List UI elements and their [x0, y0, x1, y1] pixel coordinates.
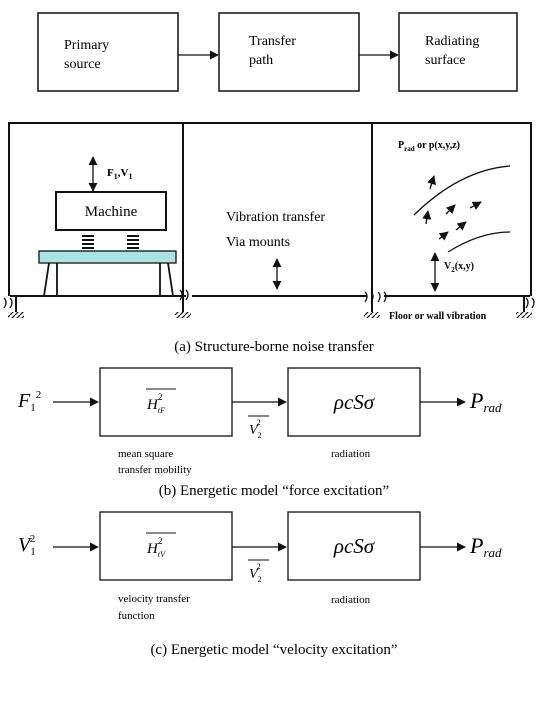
floor-supports — [8, 296, 532, 318]
b-transfer-caption-2: transfer mobility — [118, 464, 192, 476]
radiating-surface-box — [398, 12, 518, 92]
radiation-arrows — [422, 175, 482, 241]
vibration-transfer-label-1: Vibration transfer — [226, 210, 325, 225]
primary-source-label-2: source — [64, 57, 101, 72]
b-transfer-symbol: HtF2 — [146, 392, 165, 415]
b-transfer-block — [99, 367, 233, 437]
b-transfer-caption-1: mean square — [118, 448, 173, 460]
mount-springs — [82, 235, 139, 249]
wavefront-inner — [447, 231, 511, 253]
machine-base-plate — [38, 250, 177, 264]
c-radiation-block — [287, 511, 421, 581]
radiating-surface-label-2: surface — [425, 53, 465, 68]
machine-label: Machine — [85, 204, 138, 220]
force-velocity-label: F1,V1 — [107, 167, 132, 181]
transfer-path-label-1: Transfer — [249, 34, 296, 49]
transfer-path-box — [218, 12, 360, 92]
c-transfer-caption-1: velocity transfer — [118, 593, 190, 605]
floor-breaks — [3, 289, 535, 309]
c-transfer-block — [99, 511, 233, 581]
wavefront-outer — [413, 165, 511, 216]
b-input-symbol: F12 — [17, 389, 41, 414]
transfer-path-label-2: path — [249, 53, 273, 68]
v2-label: V2(x,y) — [444, 261, 474, 274]
caption-c: (c) Energetic model “velocity excitation… — [150, 642, 397, 658]
b-mid-symbol: V22 — [249, 418, 262, 440]
primary-source-box — [37, 12, 179, 92]
b-output-symbol: Prad — [469, 388, 502, 415]
c-transfer-symbol: HtV2 — [146, 536, 166, 559]
prad-label: Prad or p(x,y,z) — [398, 140, 460, 153]
velocity-excitation-model: V12 HtV2 V22 ρcSσ Prad velocity transfer… — [18, 511, 502, 658]
c-mid-symbol: V22 — [249, 562, 262, 584]
force-excitation-model: F12 HtF2 V22 ρcSσ Prad mean square trans… — [17, 367, 502, 499]
vibration-transfer-label-2: Via mounts — [226, 235, 290, 250]
b-radiation-caption: radiation — [331, 448, 371, 460]
caption-b: (b) Energetic model “force excitation” — [159, 483, 389, 499]
b-radiation-symbol: ρcSσ — [333, 390, 376, 414]
caption-a: (a) Structure-borne noise transfer — [174, 339, 374, 355]
c-output-symbol: Prad — [469, 533, 502, 560]
radiating-surface-label-1: Radiating — [425, 34, 479, 49]
primary-source-label-1: Primary — [64, 38, 109, 53]
c-radiation-caption: radiation — [331, 594, 371, 606]
machine-box — [55, 191, 167, 231]
c-transfer-caption-2: function — [118, 610, 155, 622]
c-radiation-symbol: ρcSσ — [333, 534, 376, 558]
base-legs — [43, 262, 174, 297]
flow-diagram: Primary source Transfer path Radiating s… — [37, 12, 518, 92]
c-input-symbol: V12 — [18, 533, 36, 558]
floor-vibration-label: Floor or wall vibration — [389, 311, 487, 322]
structure-borne-diagram: F1,V1 Machine Vibration transfer Via mou… — [3, 122, 535, 355]
